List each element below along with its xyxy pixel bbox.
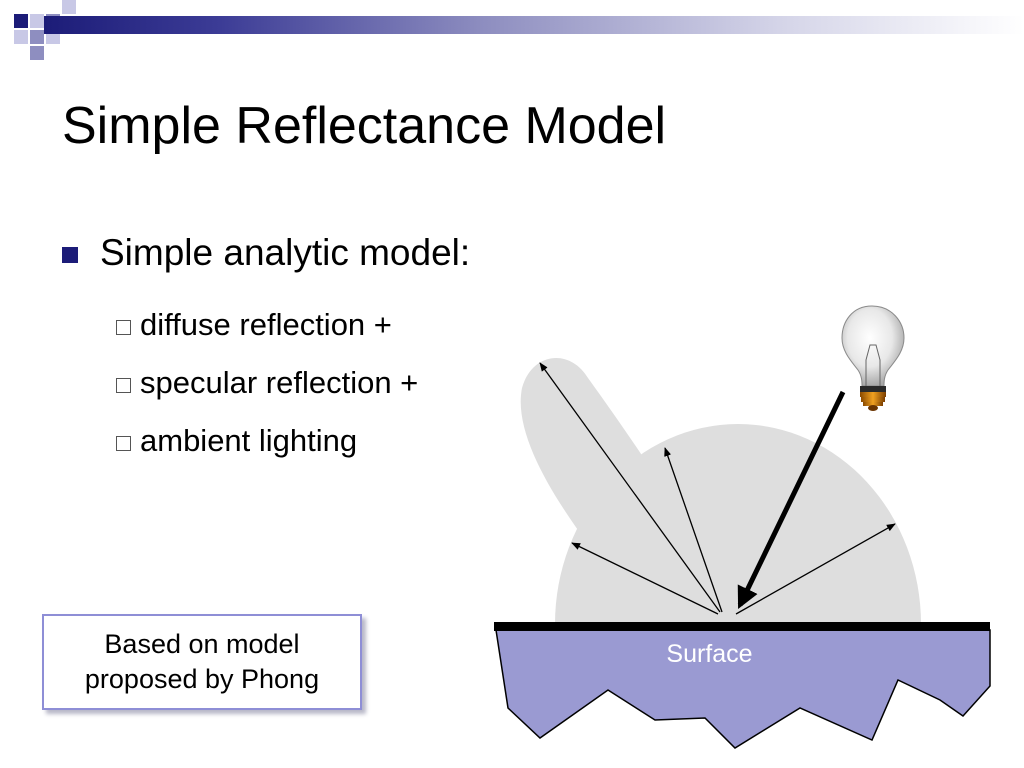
sub-bullet-list: diffuse reflection + specular reflection… [116, 296, 418, 470]
sub-bullet-text: specular reflection + [140, 365, 419, 400]
hollow-square-bullet-icon [116, 435, 131, 451]
hollow-square-bullet-icon [116, 319, 131, 335]
bullet-list: Simple analytic model: [62, 232, 470, 274]
reflectance-diagram [494, 305, 991, 749]
title-band [44, 16, 1024, 34]
sub-bullet-item: diffuse reflection + [116, 296, 418, 354]
reflected-ray [571, 542, 719, 615]
note-line: Based on model [104, 628, 300, 659]
surface-top-edge [494, 622, 990, 631]
light-bulb-icon [841, 305, 905, 411]
reflected-ray [664, 447, 723, 613]
sub-bullet-text: diffuse reflection + [140, 307, 392, 342]
surface-label: Surface [666, 640, 753, 668]
sub-bullet-item: ambient lighting [116, 412, 418, 470]
corner-decoration [0, 0, 80, 70]
phong-note-box: Based on model proposed by Phong [42, 614, 362, 710]
sub-bullet-item: specular reflection + [116, 354, 418, 412]
reflected-ray [539, 362, 721, 613]
square-bullet-icon [62, 247, 78, 263]
bullet-text: Simple analytic model: [100, 232, 471, 273]
slide-title: Simple Reflectance Model [62, 97, 667, 155]
surface-slab [495, 629, 991, 749]
note-line: proposed by Phong [84, 664, 320, 694]
bullet-item: Simple analytic model: [62, 232, 470, 274]
hollow-square-bullet-icon [116, 377, 131, 393]
reflected-ray [735, 523, 896, 615]
incident-ray [737, 390, 846, 609]
sub-bullet-text: ambient lighting [140, 423, 358, 458]
